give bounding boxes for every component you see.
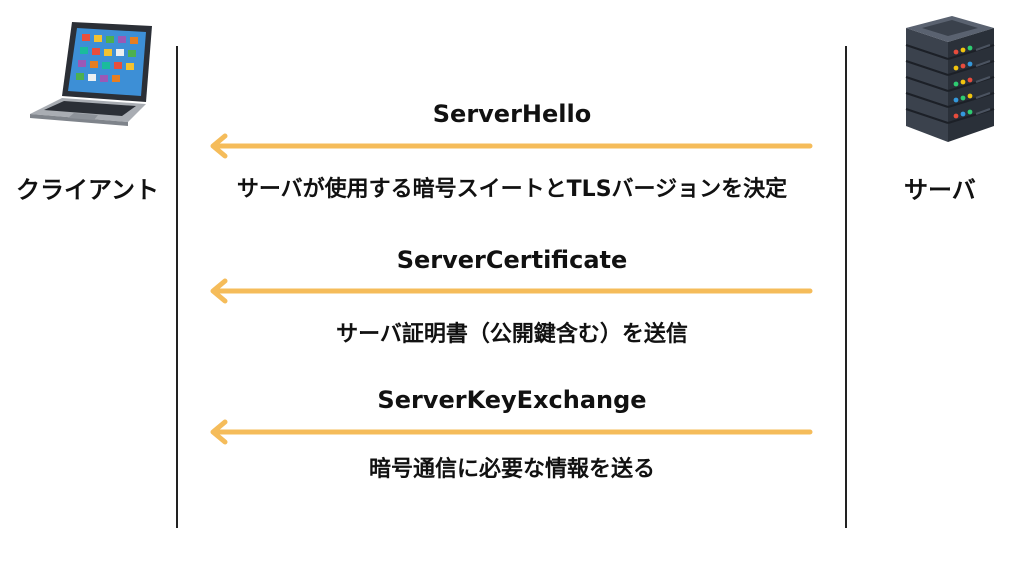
message-arrow-server-certificate: [210, 278, 813, 304]
message-arrow-server-hello: [210, 133, 813, 159]
message-arrow-server-key-exchange: [210, 419, 813, 445]
server-label: サーバ: [904, 176, 976, 204]
server-lifeline: [845, 46, 847, 528]
server-rack-icon: [905, 16, 995, 142]
client-lifeline: [176, 46, 178, 528]
message-title-server-key-exchange: ServerKeyExchange: [377, 386, 647, 414]
message-description-server-hello: サーバが使用する暗号スイートとTLSバージョンを決定: [236, 177, 788, 202]
message-title-server-certificate: ServerCertificate: [396, 246, 628, 274]
laptop-icon: [30, 22, 152, 126]
message-description-server-key-exchange: 暗号通信に必要な情報を送る: [368, 457, 655, 482]
message-description-server-certificate: サーバ証明書（公開鍵含む）を送信: [336, 322, 688, 347]
message-title-server-hello: ServerHello: [432, 100, 592, 128]
client-label: クライアント: [16, 176, 160, 204]
